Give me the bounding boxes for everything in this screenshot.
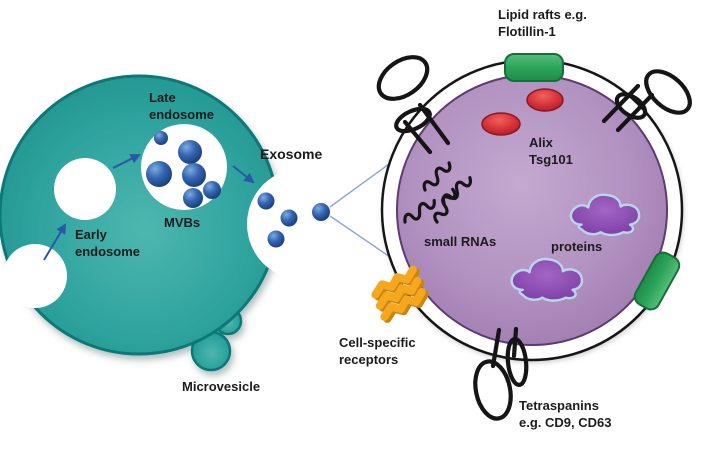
- callout-line-upper: [329, 163, 390, 208]
- microvesicle-label: Microvesicle: [182, 379, 261, 394]
- rna-squiggle: [441, 176, 472, 205]
- red-marker: [526, 88, 564, 112]
- protein-blobs: [510, 193, 641, 302]
- lipid-raft-right: [633, 251, 681, 311]
- protein-blob: [510, 257, 584, 302]
- exosome-release-opening: [247, 168, 359, 280]
- exosome-detail: [371, 53, 692, 421]
- protein-blob: [569, 193, 641, 237]
- mvbs-label: MVBs: [164, 215, 201, 230]
- arrow-invagination-to-early-endosome: [43, 223, 67, 261]
- exosome-label: Exosome: [260, 146, 323, 162]
- proteins-label: proteins: [551, 239, 603, 254]
- early-endosome-label: Early endosome: [75, 227, 141, 259]
- callout-lines: [329, 163, 391, 258]
- arrow-late-endosome-to-release: [232, 165, 255, 184]
- callout-line-lower: [329, 215, 391, 258]
- late-endosome-label: Late endosome: [149, 90, 215, 122]
- tetraspanins-label: Tetraspanins e.g. CD9, CD63: [519, 398, 612, 430]
- released-exosomes: [257, 192, 330, 248]
- tetraspanin-bottom: [473, 326, 529, 421]
- tetraspanin-top-left: [376, 55, 451, 155]
- cell-specific-receptor: [371, 265, 429, 323]
- cell-specific-receptors-label: Cell-specific receptors: [339, 335, 416, 367]
- rna-squiggle: [422, 161, 452, 192]
- small-rnas-label: small RNAs: [424, 234, 497, 249]
- exosome-dot: [267, 230, 285, 248]
- cell-membrane: [0, 74, 280, 356]
- lipid-rafts-label: Lipid rafts e.g. Flotillin-1: [498, 7, 587, 39]
- arrow-early-to-late-endosome: [112, 154, 141, 169]
- cell-body: [0, 74, 280, 372]
- mvb-vesicle: [178, 140, 202, 164]
- mvb-vesicle: [203, 181, 221, 199]
- small-rna-squiggles: [403, 161, 472, 224]
- early-endosome-vesicle: [54, 158, 116, 220]
- exosome-dot: [280, 209, 298, 227]
- mvb-vesicle: [182, 163, 206, 187]
- mvb-vesicle: [146, 161, 172, 187]
- exosome-dot: [257, 192, 275, 210]
- rna-squiggle: [403, 198, 436, 224]
- mvb-vesicle: [183, 188, 203, 208]
- releasing-cell: [0, 74, 359, 372]
- mvb-vesicles: [146, 131, 221, 208]
- alix-tsg101-label: Alix Tsg101: [529, 135, 573, 167]
- mvb-vesicle: [154, 131, 168, 145]
- tetraspanins: [376, 55, 692, 421]
- alix-tsg101-markers: [481, 88, 564, 136]
- pathway-arrows: [43, 154, 255, 261]
- exosome-dot: [312, 203, 330, 221]
- tetraspanin-top-right: [601, 69, 692, 133]
- lipid-raft-top: [504, 53, 564, 82]
- membrane-invagination: [3, 244, 67, 308]
- red-marker: [481, 112, 521, 136]
